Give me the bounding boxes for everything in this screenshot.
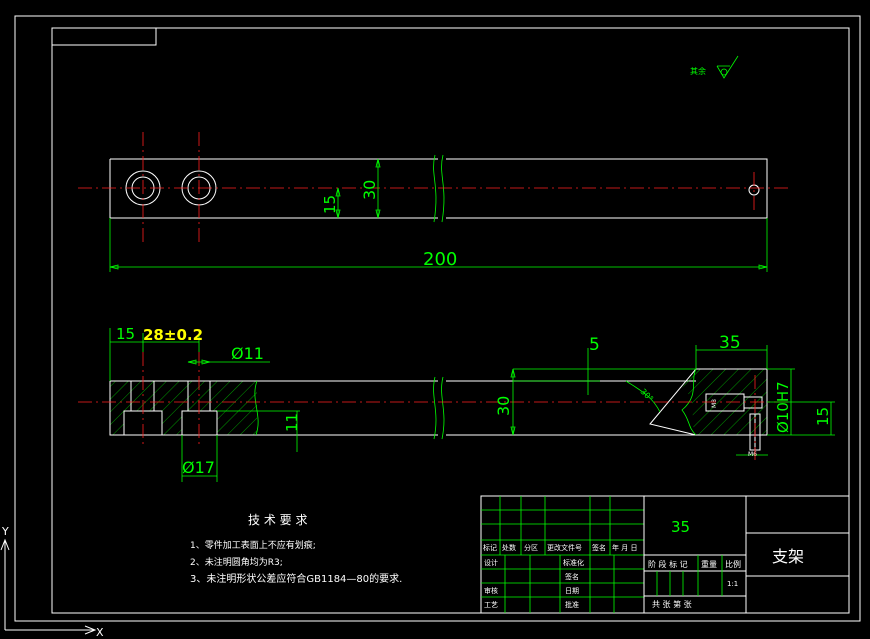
svg-text:阶 段 标 记: 阶 段 标 记: [648, 559, 688, 569]
svg-text:Y: Y: [1, 525, 9, 538]
dim-35-text: 35: [719, 333, 741, 353]
svg-text:比例: 比例: [725, 559, 741, 569]
roughness-circle-icon: [720, 68, 728, 76]
svg-text:审核: 审核: [484, 586, 498, 595]
svg-text:批准: 批准: [565, 600, 579, 609]
thread-label: M6: [748, 451, 757, 458]
svg-text:1:1: 1:1: [727, 580, 738, 588]
svg-text:X: X: [96, 626, 104, 639]
ucs-icon: Y X: [0, 525, 104, 639]
dim-15-right-text: 15: [814, 407, 832, 426]
dim-15-top-text: 15: [321, 195, 339, 214]
tech-item-3: 3、未注明形状公差应符合GB1184—80的要求.: [190, 572, 402, 585]
tech-item-2: 2、未注明圆角均为R3;: [190, 556, 283, 568]
inner-frame: [51, 27, 850, 614]
dim-30-top-text: 30: [360, 180, 379, 200]
svg-text:重量: 重量: [701, 559, 717, 569]
top-view-outline: [110, 158, 768, 219]
section-view: M8 M6 15 28±0.2 Ø11 Ø17 11 30: [78, 325, 835, 482]
svg-text:签名: 签名: [565, 572, 579, 581]
outer-frame: [14, 15, 861, 622]
material-text: 35: [671, 518, 690, 536]
section-break-lines: [433, 376, 445, 440]
roughness-symbol-icon: [716, 55, 739, 79]
dim-hole-17-text: Ø17: [182, 458, 215, 477]
part-name-text: 支架: [772, 547, 804, 566]
svg-text:设计: 设计: [484, 558, 498, 567]
dim-hole-11-text: Ø11: [231, 344, 264, 363]
right-hatch: [682, 369, 767, 435]
svg-text:共 张 第 张: 共 张 第 张: [652, 599, 692, 609]
dim-30-sec-text: 30: [494, 396, 513, 416]
svg-text:更改文件号: 更改文件号: [547, 543, 582, 552]
top-view: 200 30 15: [78, 132, 790, 272]
dim-28-pitch-text: 28±0.2: [143, 326, 203, 344]
tech-item-1: 1、零件加工表面上不应有划痕;: [190, 539, 316, 551]
svg-text:处数: 处数: [502, 543, 516, 552]
svg-text:标记: 标记: [483, 543, 497, 552]
svg-text:分区: 分区: [524, 543, 538, 552]
technical-requirements: 技 术 要 求 1、零件加工表面上不应有划痕; 2、未注明圆角均为R3; 3、未…: [190, 513, 402, 585]
roughness-note-text: 其余: [690, 66, 706, 76]
svg-text:签名: 签名: [592, 543, 606, 552]
svg-text:日期: 日期: [565, 587, 579, 595]
dim-11-depth-text: 11: [283, 413, 301, 432]
tech-title: 技 术 要 求: [248, 513, 307, 527]
svg-text:工艺: 工艺: [484, 601, 498, 609]
svg-text:年 月 日: 年 月 日: [612, 543, 637, 552]
title-block: 35 支架 标记 处数 分区 更改文件号 签名 年 月 日 设计 审核 工艺 标…: [480, 495, 850, 614]
top-break-lines: [433, 154, 445, 223]
dim-200-text: 200: [423, 249, 457, 270]
svg-text:M8: M8: [711, 399, 718, 408]
dim-15-left-text: 15: [116, 325, 135, 343]
svg-text:标准化: 标准化: [563, 558, 584, 567]
roughness-note: 其余: [690, 55, 739, 79]
left-hatch: [110, 381, 257, 435]
corner-code-box: [51, 27, 157, 46]
dim-pin-10h7-text: Ø10H7: [774, 381, 792, 433]
dim-5-text: 5: [589, 335, 600, 355]
